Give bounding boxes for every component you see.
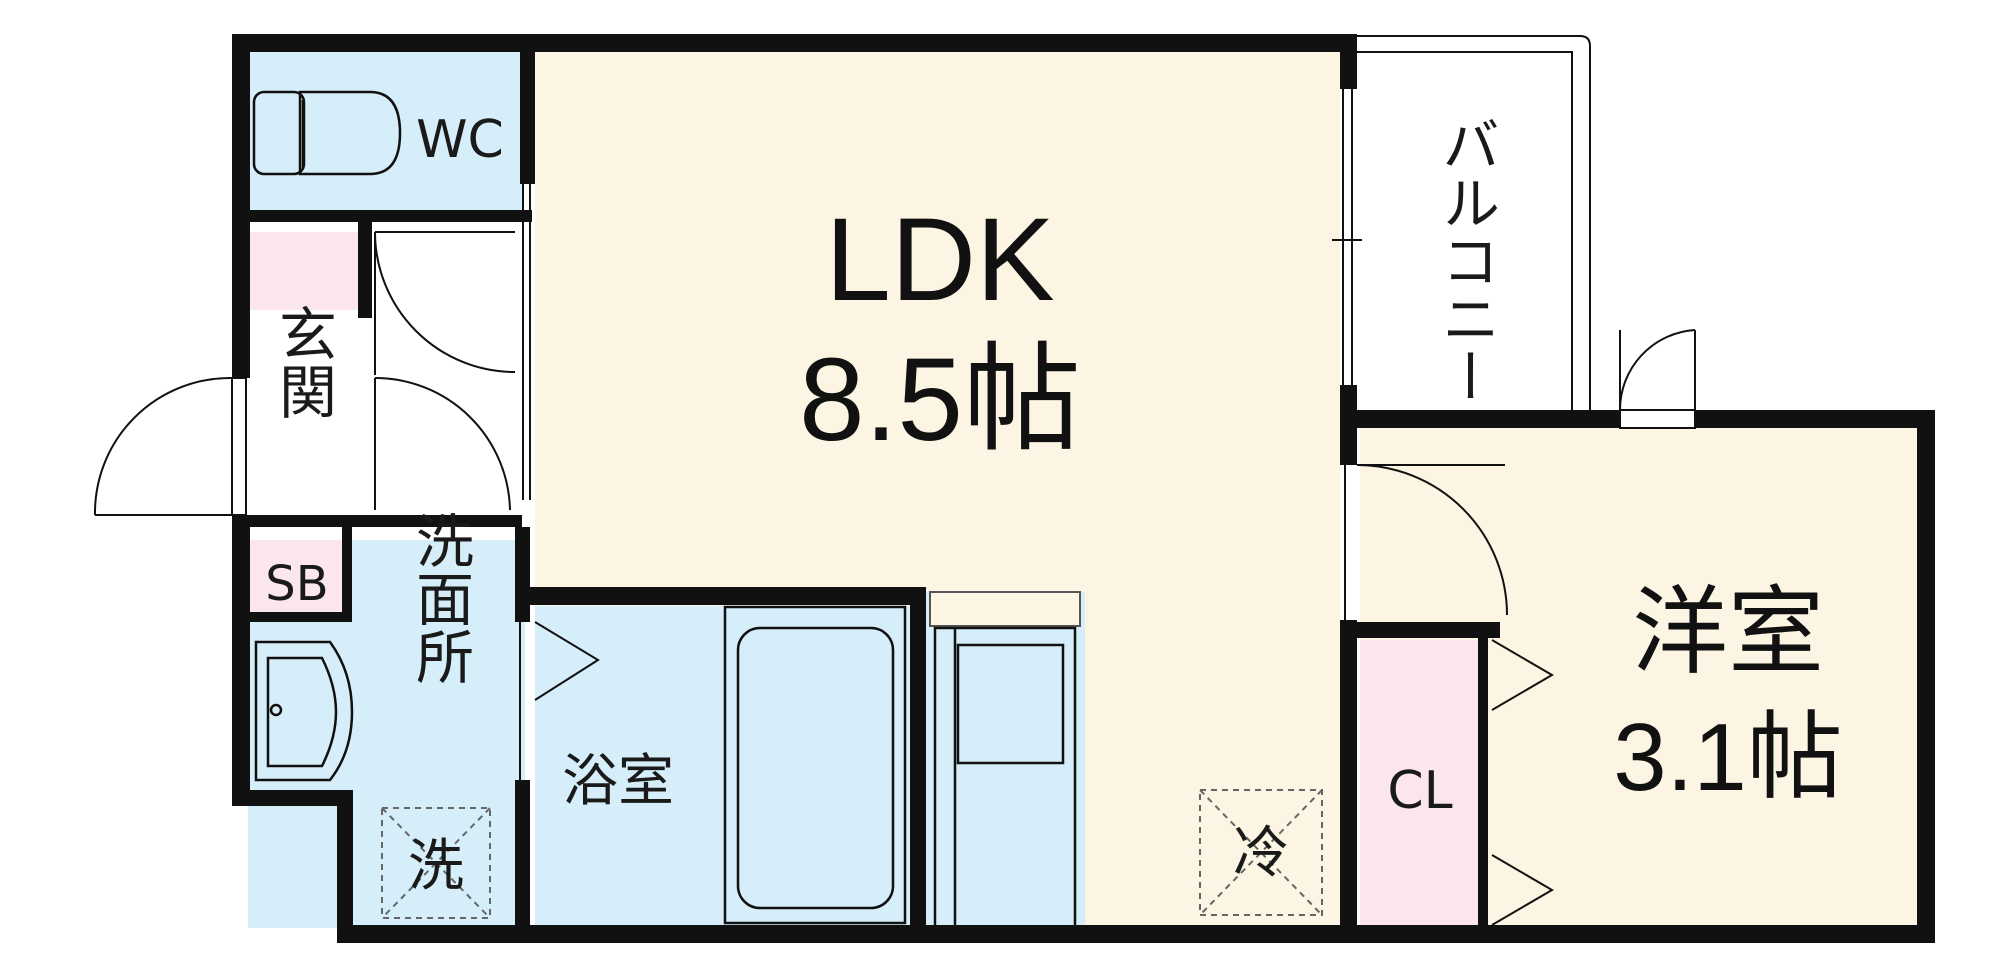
- western-door: [1344, 464, 1508, 620]
- bathtub-icon: [723, 605, 907, 925]
- wall-wc-bottom: [232, 210, 532, 222]
- wall-bath-right: [910, 587, 926, 937]
- wall-western-top2: [1695, 410, 1935, 428]
- wall-left-upper: [232, 34, 250, 234]
- balcony: [1357, 35, 1591, 410]
- wall-washroom-right-lower: [515, 780, 530, 940]
- wall-sb-bottom: [232, 612, 352, 622]
- closet-label: CL: [1387, 761, 1452, 821]
- washroom-door: [374, 377, 515, 521]
- bath-door: [519, 621, 600, 780]
- wall-ldk-right-lower: [1340, 620, 1357, 940]
- wall-washroom-right-upper: [515, 527, 530, 622]
- kitchen-floor: [925, 592, 1085, 928]
- entrance-label: 玄関: [269, 304, 337, 420]
- wall-top: [232, 34, 1357, 52]
- wall-ldk-right-mid: [1340, 385, 1357, 465]
- wall-left-lower: [232, 515, 250, 797]
- fixtures: [252, 90, 1323, 930]
- western-label: 洋室: [1632, 579, 1824, 686]
- washer-label: 洗: [408, 834, 464, 899]
- wall-bath-top: [530, 587, 925, 605]
- wall-sb-right: [342, 527, 352, 622]
- balcony-label: バルコニー: [1432, 115, 1500, 405]
- ldk-label: LDK: [825, 194, 1055, 326]
- doors: [93, 89, 1696, 926]
- toilet-icon: [252, 90, 402, 176]
- balcony-window: [1332, 89, 1362, 385]
- washbasin-icon: [254, 640, 354, 782]
- wall-notch-h: [232, 790, 347, 806]
- shoe-box-label: SB: [265, 556, 328, 612]
- wall-wc-right: [520, 34, 535, 184]
- ldk-size-label: 8.5帖: [799, 334, 1081, 466]
- washroom-label: 洗面所: [406, 511, 474, 685]
- wall-right: [1917, 410, 1935, 943]
- wall-closet-top: [1340, 622, 1500, 638]
- fridge-space-icon: [1199, 789, 1323, 916]
- closet-floor: [1360, 640, 1480, 928]
- floor-fills: [248, 50, 1930, 929]
- wall-left-middle: [232, 228, 250, 378]
- washer-space-icon: [381, 807, 491, 919]
- western-size-label: 3.1帖: [1613, 704, 1842, 811]
- wall-notch-v: [337, 790, 353, 942]
- front-door: [93, 376, 247, 516]
- western-window: [1618, 329, 1696, 429]
- fridge-label: 冷: [1233, 821, 1289, 886]
- wall-ldk-right-upper: [1340, 34, 1357, 89]
- wall-closet-right: [1478, 622, 1488, 927]
- walls: [232, 34, 1935, 943]
- wc-door: [374, 231, 516, 375]
- wall-western-top: [1340, 410, 1620, 428]
- labels: LDK 8.5帖 洋室 3.1帖 浴室 WC 洗面所 玄関 バルコニー CL S…: [265, 110, 1842, 899]
- closet-doors: [1491, 639, 1554, 926]
- wc-floor: [248, 50, 523, 212]
- bath-label: 浴室: [562, 749, 674, 814]
- kitchen-counter: [929, 591, 1081, 627]
- wall-bottom: [337, 925, 1935, 943]
- shoe-box-floor: [248, 540, 348, 618]
- storage-upper-floor: [248, 232, 360, 310]
- wall-storage-right: [358, 218, 372, 318]
- kitchen-sink-icon: [933, 626, 1077, 930]
- wc-label: WC: [416, 110, 504, 170]
- hall-sliding-door: [522, 184, 531, 500]
